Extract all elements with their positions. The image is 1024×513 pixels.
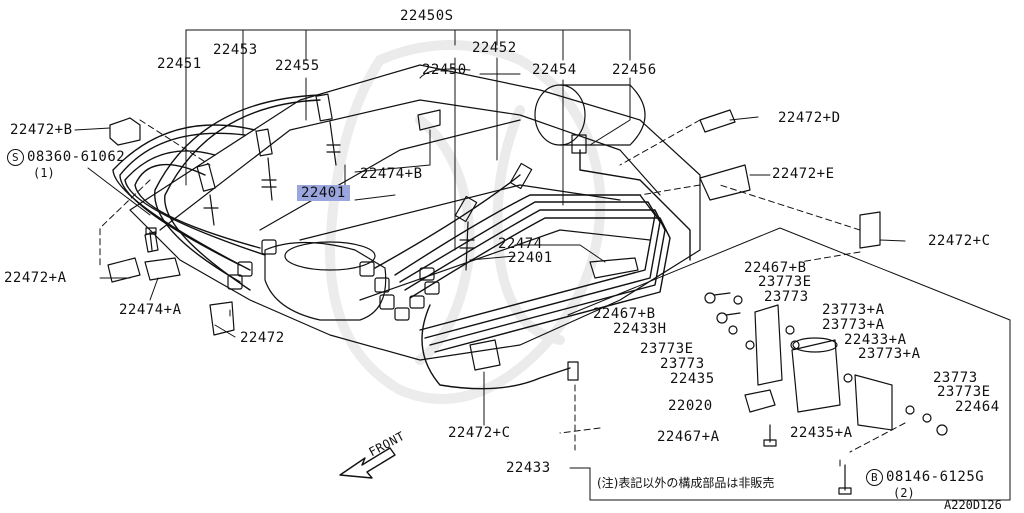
label-22472-C-right[interactable]: 22472+C (928, 233, 991, 249)
not-sold-note: (注)表記以外の構成部品は非販売 (597, 476, 775, 490)
label-22453[interactable]: 22453 (213, 42, 258, 58)
label-08360-qty: (1) (33, 166, 55, 180)
label-22472-A[interactable]: 22472+A (4, 270, 67, 286)
label-22472-E[interactable]: 22472+E (772, 166, 835, 182)
diagram-code: A220D126 (944, 498, 1002, 512)
label-22452[interactable]: 22452 (472, 40, 517, 56)
ignition-module-group (704, 292, 948, 495)
engine-block (129, 64, 701, 361)
label-23773-right[interactable]: 23773 (933, 370, 978, 386)
label-22467-B-left[interactable]: 22467+B (593, 306, 656, 322)
label-23773-A-2[interactable]: 23773+A (822, 317, 885, 333)
label-08360-text: 08360-61062 (27, 149, 126, 165)
label-23773-A-1[interactable]: 23773+A (822, 302, 885, 318)
leader-lines (74, 29, 906, 469)
dashed-leaders (99, 119, 906, 471)
label-22472-C-bottom[interactable]: 22472+C (448, 425, 511, 441)
spark-plugs (196, 93, 587, 381)
label-22472-B[interactable]: 22472+B (10, 122, 73, 138)
label-08146-text: 08146-6125G (886, 469, 985, 485)
front-arrow (339, 447, 396, 479)
label-22401-highlighted[interactable]: 22401 (297, 185, 350, 201)
label-22020[interactable]: 22020 (668, 398, 713, 414)
label-22433H[interactable]: 22433H (613, 321, 667, 337)
label-22474-A[interactable]: 22474+A (119, 302, 182, 318)
label-22450[interactable]: 22450 (422, 62, 467, 78)
label-23773-top[interactable]: 23773 (764, 289, 809, 305)
label-22474[interactable]: 22474 (498, 236, 543, 252)
label-22472-D[interactable]: 22472+D (778, 110, 841, 126)
label-22474-B[interactable]: 22474+B (360, 166, 423, 182)
spark-plug-wires (112, 94, 691, 390)
label-22433-A[interactable]: 22433+A (844, 332, 907, 348)
group-bracket (567, 227, 1011, 501)
bolt (145, 227, 157, 251)
label-22454[interactable]: 22454 (532, 62, 577, 78)
label-22450S[interactable]: 22450S (400, 8, 454, 24)
label-22456[interactable]: 22456 (612, 62, 657, 78)
label-22467-A[interactable]: 22467+A (657, 429, 720, 445)
label-23773E-mid[interactable]: 23773E (640, 341, 694, 357)
label-23773-mid[interactable]: 23773 (660, 356, 705, 372)
circled-s-icon: S (7, 149, 24, 166)
label-22467-B-top[interactable]: 22467+B (744, 260, 807, 276)
label-23773E-top[interactable]: 23773E (758, 274, 812, 290)
label-22451[interactable]: 22451 (157, 56, 202, 72)
label-22435[interactable]: 22435 (670, 371, 715, 387)
label-23773E-right[interactable]: 23773E (937, 384, 991, 400)
label-22435-A[interactable]: 22435+A (790, 425, 853, 441)
distributor (227, 239, 440, 321)
label-08146-qty: (2) (893, 486, 915, 500)
label-22401-lower[interactable]: 22401 (508, 250, 553, 266)
label-22472[interactable]: 22472 (240, 330, 285, 346)
cylinder-component (534, 84, 646, 146)
clamps (107, 109, 881, 371)
label-22433[interactable]: 22433 (506, 460, 551, 476)
label-22455[interactable]: 22455 (275, 58, 320, 74)
circled-b-icon: B (866, 469, 883, 486)
label-23773-A-3[interactable]: 23773+A (858, 346, 921, 362)
label-22464[interactable]: 22464 (955, 399, 1000, 415)
